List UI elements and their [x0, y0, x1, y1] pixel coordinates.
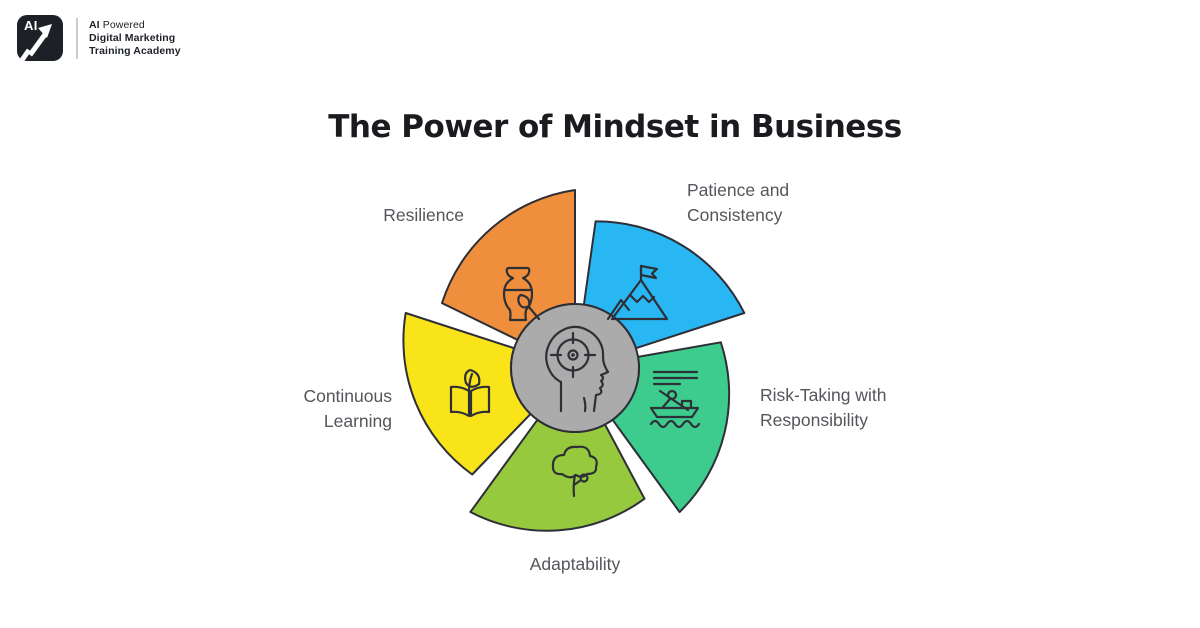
- segment-label-resilience: Resilience: [383, 205, 464, 225]
- book-leaf-icon: [449, 368, 491, 418]
- head-target-icon: [545, 325, 610, 413]
- brand-logo: AI AI Powered Digital Marketing Training…: [17, 15, 181, 61]
- mountain-flag-icon: [606, 264, 669, 321]
- brand-text: AI Powered Digital Marketing Training Ac…: [89, 19, 181, 58]
- tree-icon: [551, 445, 598, 498]
- brand-logo-mark: AI: [17, 15, 63, 61]
- segment-label-risk-taking: Risk-Taking with Responsibility: [760, 385, 887, 430]
- segment-label-patience-consistency: Patience and Consistency: [687, 180, 790, 225]
- brand-tagline: AI Powered: [89, 18, 145, 31]
- page-title: The Power of Mindset in Business: [328, 108, 902, 145]
- mindset-wheel: [375, 168, 775, 568]
- center-hub: [510, 303, 640, 433]
- brand-name-line2: Training Academy: [89, 44, 181, 57]
- brand-name-line1: Digital Marketing: [89, 31, 176, 44]
- kintsugi-vase-icon: [502, 266, 541, 322]
- segment-label-adaptability: Adaptability: [529, 554, 621, 574]
- brand-divider: [76, 17, 78, 59]
- growth-arrow-icon: [19, 24, 52, 61]
- brand-mark-text: AI: [24, 18, 38, 33]
- segment-label-continuous-learning: Continuous Learning: [303, 386, 392, 431]
- rowing-boat-icon: [649, 370, 701, 429]
